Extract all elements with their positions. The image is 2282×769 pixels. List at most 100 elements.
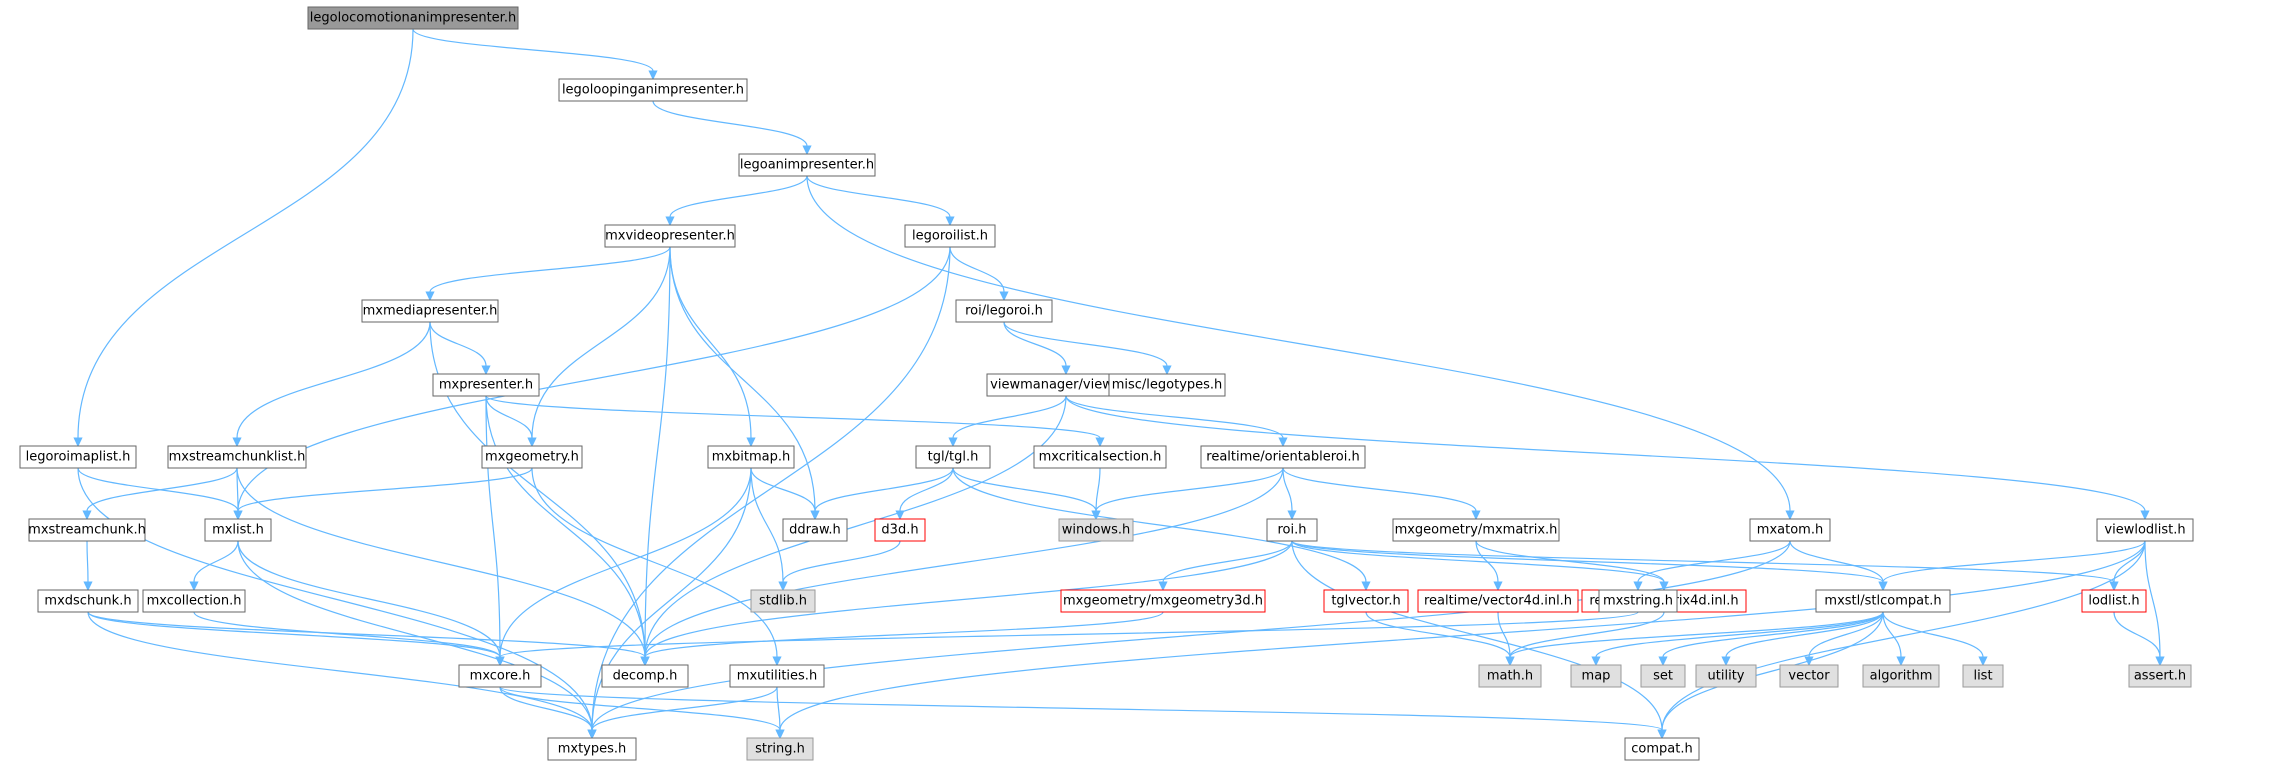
node-mxstreamchunk[interactable]: mxstreamchunk.h <box>28 518 146 542</box>
node-ddraw[interactable]: ddraw.h <box>782 518 848 542</box>
node-set[interactable]: set <box>1640 664 1686 688</box>
edge-mxbitmap-to-mxcore <box>495 467 752 667</box>
node-box <box>19 445 137 469</box>
node-algorithm[interactable]: algorithm <box>1862 664 1940 688</box>
node-box <box>558 78 748 102</box>
edge-d3d-to-stdlib <box>778 540 901 592</box>
node-legoloopinganimpresenter[interactable]: legoloopinganimpresenter.h <box>558 78 748 102</box>
node-label: utility <box>1708 669 1745 684</box>
node-label: mxgeometry.h <box>485 450 579 465</box>
node-label: ddraw.h <box>789 523 841 538</box>
node-mxlist[interactable]: mxlist.h <box>204 518 272 542</box>
node-vector[interactable]: vector <box>1779 664 1839 688</box>
node-label: mxstreamchunklist.h <box>169 450 306 465</box>
node-stdlib[interactable]: stdlib.h <box>750 589 816 613</box>
node-mxvideopresenter[interactable]: mxvideopresenter.h <box>604 224 736 248</box>
edge-viewmanager_viewroi-to-decomp <box>640 395 1067 667</box>
node-mxbitmap[interactable]: mxbitmap.h <box>707 445 795 469</box>
edge-viewlodlist-to-string <box>775 540 2146 740</box>
edge-legolocomotionanimpresenter-to-legoroimaplist <box>73 28 414 448</box>
edge-mxmediapresenter-to-mxpresenter <box>429 321 491 376</box>
node-mxutilities[interactable]: mxutilities.h <box>729 664 825 688</box>
node-mxdschunk[interactable]: mxdschunk.h <box>37 589 139 613</box>
node-realtime-vector4d-inl[interactable]: realtime/vector4d.inl.h <box>1417 589 1579 613</box>
node-math[interactable]: math.h <box>1478 664 1542 688</box>
node-mxstring[interactable]: mxstring.h <box>1598 589 1678 613</box>
node-label: mxgeometry/mxgeometry3d.h <box>1063 594 1263 609</box>
node-mxpresenter[interactable]: mxpresenter.h <box>432 373 540 397</box>
node-box <box>361 299 499 323</box>
edge-roi-to-mxstl_stlcompat <box>1291 540 1888 592</box>
node-windows[interactable]: windows.h <box>1058 518 1134 542</box>
node-label: string.h <box>755 742 805 757</box>
node-roi[interactable]: roi.h <box>1266 518 1318 542</box>
dependency-edges <box>73 28 2165 740</box>
node-box <box>307 6 519 30</box>
node-label: tgl/tgl.h <box>928 450 979 465</box>
edge-mxpresenter-to-mxgeometry <box>485 395 537 448</box>
header-nodes: legolocomotionanimpresenter.h legolooping… <box>19 6 2194 761</box>
edge-mxdschunk-to-mxcore <box>87 611 505 667</box>
node-mxcriticalsection[interactable]: mxcriticalsection.h <box>1033 445 1167 469</box>
node-mxstreamchunklist[interactable]: mxstreamchunklist.h <box>167 445 307 469</box>
node-mxatom[interactable]: mxatom.h <box>1749 518 1831 542</box>
node-box <box>738 153 876 177</box>
node-box <box>1200 445 1366 469</box>
node-box <box>37 589 139 613</box>
node-misc-legotypes[interactable]: misc/legotypes.h <box>1108 373 1226 397</box>
node-assert[interactable]: assert.h <box>2128 664 2192 688</box>
node-mxgeometry-mxmatrix[interactable]: mxgeometry/mxmatrix.h <box>1392 518 1560 542</box>
node-string[interactable]: string.h <box>746 737 814 761</box>
node-box <box>167 445 307 469</box>
edge-mxgeometry_mxmatrix-to-realtime_matrix4d_inl <box>1475 540 1669 592</box>
node-label: legoloopinganimpresenter.h <box>562 83 744 98</box>
edge-mxstl_stlcompat-to-compat <box>1657 611 1884 740</box>
edge-mxutilities-to-string <box>775 686 785 740</box>
node-box <box>955 299 1053 323</box>
node-mxstl-stlcompat[interactable]: mxstl/stlcompat.h <box>1815 589 1951 613</box>
node-realtime-orientableroi[interactable]: realtime/orientableroi.h <box>1200 445 1366 469</box>
node-box <box>1266 518 1318 542</box>
node-mxgeometry-mxgeometry3d[interactable]: mxgeometry/mxgeometry3d.h <box>1060 589 1266 613</box>
node-box <box>1570 664 1622 688</box>
node-box <box>2096 518 2194 542</box>
node-box <box>1695 664 1757 688</box>
node-legoanimpresenter[interactable]: legoanimpresenter.h <box>738 153 876 177</box>
node-legoroilist[interactable]: legoroilist.h <box>904 224 996 248</box>
node-label: roi.h <box>1278 523 1307 538</box>
node-label: stdlib.h <box>759 594 807 609</box>
node-legolocomotionanimpresenter[interactable]: legolocomotionanimpresenter.h <box>307 6 519 30</box>
node-tgl-tgl[interactable]: tgl/tgl.h <box>915 445 991 469</box>
node-box <box>904 224 996 248</box>
edge-legoanimpresenter-to-mxatom <box>806 175 1795 521</box>
node-label: mxutilities.h <box>737 669 817 684</box>
node-utility[interactable]: utility <box>1695 664 1757 688</box>
node-roi-legoroi[interactable]: roi/legoroi.h <box>955 299 1053 323</box>
edge-mxgeometry_mxmatrix-to-realtime_vector4d_inl <box>1475 540 1503 592</box>
node-compat[interactable]: compat.h <box>1624 737 1700 761</box>
node-label: realtime/vector4d.inl.h <box>1424 594 1572 609</box>
node-box <box>1598 589 1678 613</box>
node-tglvector[interactable]: tglvector.h <box>1323 589 1409 613</box>
node-legoroimaplist[interactable]: legoroimaplist.h <box>19 445 137 469</box>
node-label: compat.h <box>1631 742 1692 757</box>
node-d3d[interactable]: d3d.h <box>874 518 926 542</box>
node-box <box>481 445 583 469</box>
edge-mxpresenter-to-mxcriticalsection <box>485 395 1105 448</box>
node-list[interactable]: list <box>1962 664 2004 688</box>
node-label: mxvideopresenter.h <box>605 229 735 244</box>
node-mxmediapresenter[interactable]: mxmediapresenter.h <box>361 299 499 323</box>
node-mxgeometry[interactable]: mxgeometry.h <box>481 445 583 469</box>
node-lodlist[interactable]: lodlist.h <box>2081 589 2147 613</box>
node-viewlodlist[interactable]: viewlodlist.h <box>2096 518 2194 542</box>
node-mxtypes[interactable]: mxtypes.h <box>547 737 637 761</box>
node-label: mxmediapresenter.h <box>363 304 498 319</box>
node-box <box>1862 664 1940 688</box>
node-box <box>750 589 816 613</box>
node-mxcollection[interactable]: mxcollection.h <box>142 589 246 613</box>
node-box <box>2128 664 2192 688</box>
node-map[interactable]: map <box>1570 664 1622 688</box>
node-decomp[interactable]: decomp.h <box>601 664 689 688</box>
node-box <box>1749 518 1831 542</box>
node-mxcore[interactable]: mxcore.h <box>458 664 542 688</box>
